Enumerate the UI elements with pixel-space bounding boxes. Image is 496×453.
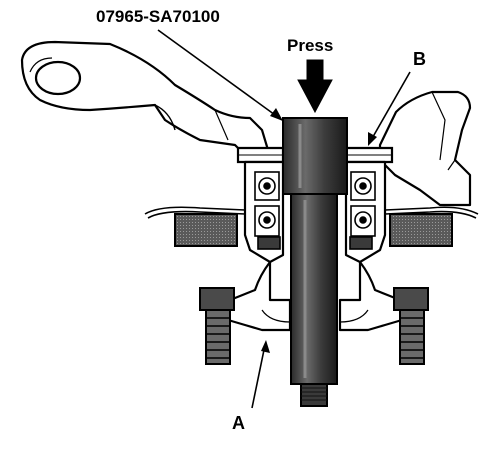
knuckle-body (20, 40, 270, 152)
callout-b-label: B (413, 49, 426, 69)
callout-a-label: A (232, 413, 245, 433)
tool-leader-line (157, 29, 283, 121)
wheel-stud-left (199, 287, 235, 365)
b-arrowhead (368, 132, 377, 146)
wheel-stud-right (393, 287, 429, 365)
tool-arrowhead (270, 108, 283, 121)
bearing-right (349, 171, 376, 250)
press-label: Press (287, 36, 334, 55)
a-leader-line (251, 344, 266, 409)
b-leader-line (369, 71, 411, 143)
leader-lines (157, 29, 411, 409)
hub-flange (226, 260, 404, 332)
support-blocks (174, 213, 453, 247)
knuckle-right-arm (378, 90, 472, 207)
driver-tool (282, 117, 348, 407)
a-arrowhead (261, 340, 270, 353)
leader-arrowheads (261, 108, 377, 353)
press-arrow (297, 59, 333, 114)
tool-part-number-label: 07965-SA70100 (96, 7, 220, 26)
bearing-left (254, 171, 281, 250)
splash-shield (144, 206, 479, 219)
